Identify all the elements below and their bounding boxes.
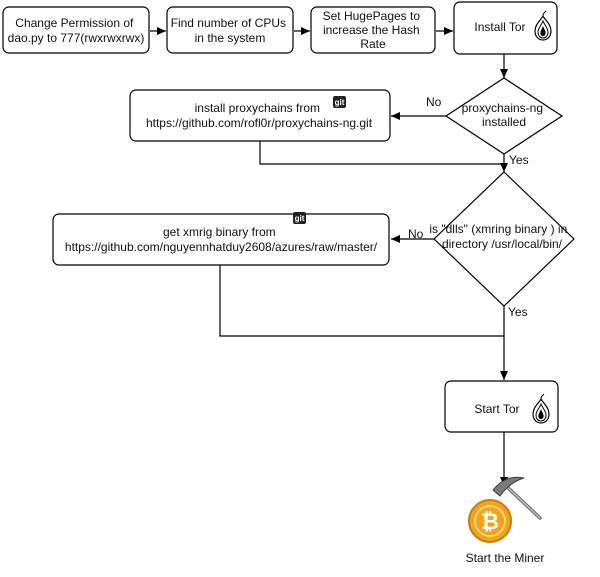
git-icon: git (293, 212, 306, 224)
decision-dlls-in-directory: is "dlls" (xmring binary ) in directory … (429, 171, 575, 307)
node-get-xmrig: get xmrig binary from https://github.com… (52, 212, 390, 266)
node-find-cpus-line-2: in the system (195, 31, 266, 45)
edge-label-proxychains-yes: Yes (509, 153, 529, 167)
edge-label-proxychains-no: No (426, 95, 442, 109)
svg-text:get xmrig binary from ht: get xmrig binary from https://github.com… (65, 225, 378, 254)
node-set-hugepages-line-2: increase the Hash (323, 23, 420, 37)
edge-label-dlls-yes: Yes (508, 305, 528, 319)
node-change-permission-line-1: Change Permission of (15, 16, 134, 30)
svg-text:Change Permission of dao: Change Permission of dao.py to 777(rwxrw… (8, 16, 145, 45)
node-set-hugepages: Set HugePages to increase the Hash Rate (310, 6, 436, 54)
node-start-tor: Start Tor (444, 380, 559, 433)
decision-dlls-line-1: is "dlls" (xmring binary ) in (429, 222, 567, 236)
decision-dlls-line-2: directory /usr/local/bin/ (442, 237, 563, 251)
edge-install-proxychains-merge (259, 141, 504, 165)
decision-proxychains-line-2: installed (482, 115, 526, 129)
node-install-tor-label: Install Tor (474, 20, 525, 34)
node-install-proxychains: install proxychains from https://github.… (129, 89, 391, 142)
svg-text:Find number of CPUs in t: Find number of CPUs in the system (171, 16, 290, 45)
git-icon: git (333, 96, 346, 108)
node-set-hugepages-line-1: Set HugePages to (323, 9, 421, 23)
svg-text:is "dlls" (xmring binary ) in: is "dlls" (xmring binary ) in directory … (429, 222, 570, 251)
node-set-hugepages-line-3: Rate (360, 37, 386, 51)
node-change-permission: Change Permission of dao.py to 777(rwxrw… (2, 6, 150, 54)
svg-text:proxychains-ng installed: proxychains-ng installed (462, 101, 547, 129)
node-start-miner: ₿ Start the Miner (466, 476, 545, 565)
git-icon-label: git (335, 98, 345, 107)
node-install-tor: Install Tor (453, 1, 558, 55)
node-install-proxychains-line-1: install proxychains from (195, 101, 320, 115)
node-get-xmrig-line-2: https://github.com/nguyennhatduy2608/azu… (65, 240, 378, 254)
node-change-permission-line-2: dao.py to 777(rwxrwxrwx) (8, 31, 145, 45)
tor-onion-icon (534, 10, 552, 41)
node-start-tor-label: Start Tor (474, 402, 519, 416)
node-find-cpus-line-1: Find number of CPUs (171, 16, 286, 30)
git-icon-label: git (295, 214, 305, 223)
svg-text:Set HugePages to increas: Set HugePages to increase the Hash Rate (323, 9, 424, 51)
bitcoin-pickaxe-icon: ₿ (468, 476, 542, 543)
edge-label-dlls-no: No (408, 227, 424, 241)
node-find-cpus: Find number of CPUs in the system (166, 6, 294, 54)
svg-text:install proxychains from: install proxychains from https://github.… (146, 101, 373, 130)
bitcoin-symbol: ₿ (481, 510, 499, 535)
node-get-xmrig-line-1: get xmrig binary from (163, 225, 276, 239)
node-start-miner-label: Start the Miner (466, 551, 545, 565)
decision-proxychains-installed: proxychains-ng installed (444, 77, 564, 155)
tor-onion-icon (532, 393, 550, 424)
decision-proxychains-line-1: proxychains-ng (462, 101, 543, 115)
node-install-proxychains-line-2: https://github.com/rofl0r/proxychains-ng… (146, 116, 373, 130)
edges (150, 27, 508, 486)
edge-get-xmrig-merge (219, 265, 504, 337)
